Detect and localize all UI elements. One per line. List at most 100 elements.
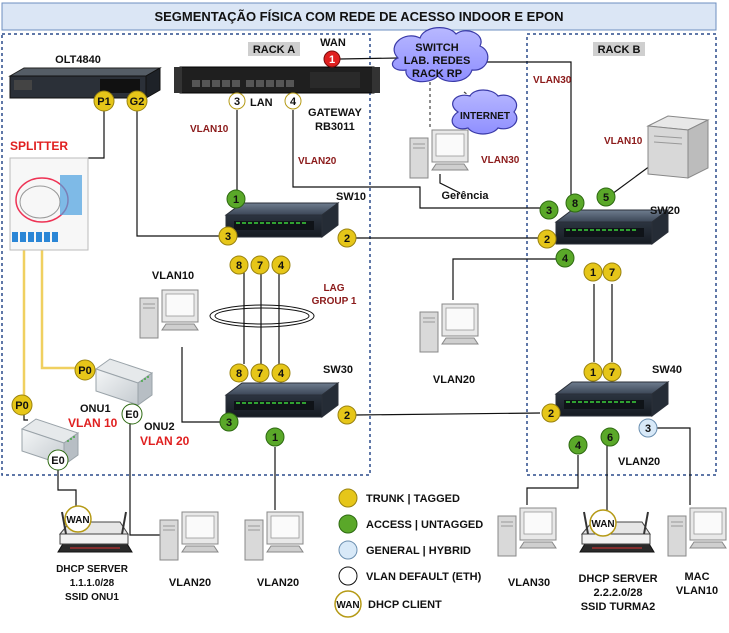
port-sw10-3 <box>218 226 238 246</box>
port-sw30-1-num: 1 <box>272 432 278 444</box>
onu2-vlan: VLAN 20 <box>140 434 190 448</box>
dhcp2-line-3: SSID TURMA2 <box>581 601 656 613</box>
splitter-label: SPLITTER <box>10 139 68 153</box>
port-sw30-8 <box>229 363 249 383</box>
sw40-device <box>555 381 669 417</box>
port-sw10-8 <box>229 255 249 275</box>
port-sw30-3-num: 3 <box>226 417 232 429</box>
port-olt-g2-label: G2 <box>130 96 145 108</box>
port-sw40-2-num: 2 <box>548 408 554 420</box>
lag-label-2: GROUP 1 <box>312 296 357 307</box>
pc-onu2-label: VLAN20 <box>169 577 211 589</box>
dhcp2-line-1: DHCP SERVER <box>578 573 657 585</box>
port-sw20-2-num: 2 <box>544 234 550 246</box>
legend-dhcp-badge: WAN <box>336 600 359 611</box>
sw10-label: SW10 <box>336 191 366 203</box>
mac-label-2: VLAN10 <box>676 585 718 597</box>
gateway-rb3011 <box>174 66 380 94</box>
mac-label-1: MAC <box>684 571 709 583</box>
switch-cloud <box>391 27 489 83</box>
gerencia-pc <box>409 129 469 179</box>
port-sw20-3-num: 3 <box>546 205 552 217</box>
port-sw40-3-num: 3 <box>645 423 651 435</box>
port-sw10-1 <box>226 189 246 209</box>
port-sw40-1 <box>583 362 603 382</box>
sw20-label: SW20 <box>650 205 680 217</box>
olt-device <box>8 67 162 99</box>
rack-a-label: RACK A <box>253 44 295 56</box>
rack-a-label-bg <box>248 42 300 56</box>
port-sw20-4-num: 4 <box>562 253 569 265</box>
pc-sw30-label: VLAN20 <box>257 577 299 589</box>
port-sw10-7 <box>250 255 270 275</box>
fiber-links <box>22 250 76 410</box>
sw30-label: SW30 <box>323 364 353 376</box>
port-onu2-e0 <box>121 403 143 425</box>
legend-default-swatch <box>338 566 358 586</box>
dhcp1-line-3: SSID ONU1 <box>65 592 119 603</box>
port-sw10-8-num: 8 <box>236 260 242 272</box>
dhcp1-line-2: 1.1.1.0/28 <box>70 578 115 589</box>
port-olt-p1 <box>93 90 115 112</box>
splitter-device <box>9 157 89 251</box>
port-sw10-3-num: 3 <box>225 231 231 243</box>
port-badges: 1 3 4 P1 G2 1 3 2 8 7 4 8 7 4 3 2 1 <box>11 50 658 537</box>
wan-client-2-label: WAN <box>591 519 614 530</box>
gateway-label: GATEWAY <box>308 107 362 119</box>
pc-sw40-vlan30 <box>497 507 557 557</box>
wan-client-badge-2 <box>589 509 617 537</box>
pc-vlan20-mid-label: VLAN20 <box>433 374 475 386</box>
legend-access-swatch <box>338 514 358 534</box>
cloud-line-3: RACK RP <box>412 68 462 80</box>
port-onu1-e0-label: E0 <box>51 455 64 467</box>
port-lan-num: 3 <box>234 96 240 108</box>
port-sw40-1-num: 1 <box>590 367 596 379</box>
title-bar <box>1 2 717 31</box>
rack-b-label-bg <box>593 42 645 56</box>
port-sw30-8-num: 8 <box>236 368 242 380</box>
port-sw30-2-num: 2 <box>344 410 350 422</box>
port-sw20-7 <box>602 262 622 282</box>
legend: TRUNK | TAGGED ACCESS | UNTAGGED GENERAL… <box>334 488 483 618</box>
pc-vlan20-mid <box>419 303 479 353</box>
port-onu2-e0-label: E0 <box>125 409 138 421</box>
port-gw4 <box>284 92 302 110</box>
port-sw20-8 <box>565 193 585 213</box>
legend-access-label: ACCESS | UNTAGGED <box>366 519 483 531</box>
port-sw20-1 <box>583 262 603 282</box>
server-vlan10 <box>646 115 710 179</box>
lag-ellipse-inner <box>214 307 310 325</box>
port-sw20-3 <box>539 200 559 220</box>
sw10-device <box>225 202 339 238</box>
port-sw10-1-num: 1 <box>233 194 239 206</box>
port-sw40-4-num: 4 <box>575 440 582 452</box>
lag-label-1: LAG <box>323 283 344 294</box>
port-olt-p1-label: P1 <box>97 96 110 108</box>
lag-ellipse-outer <box>209 304 315 328</box>
port-sw10-2 <box>337 228 357 248</box>
legend-trunk-label: TRUNK | TAGGED <box>366 493 460 505</box>
onu2-label: ONU2 <box>144 421 175 433</box>
lan-label: LAN <box>250 97 273 109</box>
rack-b-label: RACK B <box>598 44 641 56</box>
sw40-label: SW40 <box>652 364 682 376</box>
legend-dhcp-label: DHCP CLIENT <box>368 599 442 611</box>
port-sw30-4-num: 4 <box>278 368 285 380</box>
port-gw4-num: 4 <box>290 96 297 108</box>
port-sw10-4-num: 4 <box>278 260 285 272</box>
pc-sw40-label: VLAN30 <box>508 577 550 589</box>
vlan10-gateway-label: VLAN10 <box>190 124 229 135</box>
sw40-vlan20-label: VLAN20 <box>618 456 660 468</box>
internet-label: INTERNET <box>460 111 510 122</box>
port-wan-num: 1 <box>329 54 335 66</box>
port-sw30-4 <box>271 363 291 383</box>
legend-default-label: VLAN DEFAULT (ETH) <box>366 571 482 583</box>
port-sw30-3 <box>219 412 239 432</box>
pc-mac <box>667 507 727 557</box>
rack-a-box <box>1 33 371 476</box>
port-sw20-2 <box>537 229 557 249</box>
vlan30-gerencia-label: VLAN30 <box>481 155 520 166</box>
port-onu1-p0 <box>11 394 33 416</box>
port-lan <box>228 92 246 110</box>
port-sw10-7-num: 7 <box>257 260 263 272</box>
